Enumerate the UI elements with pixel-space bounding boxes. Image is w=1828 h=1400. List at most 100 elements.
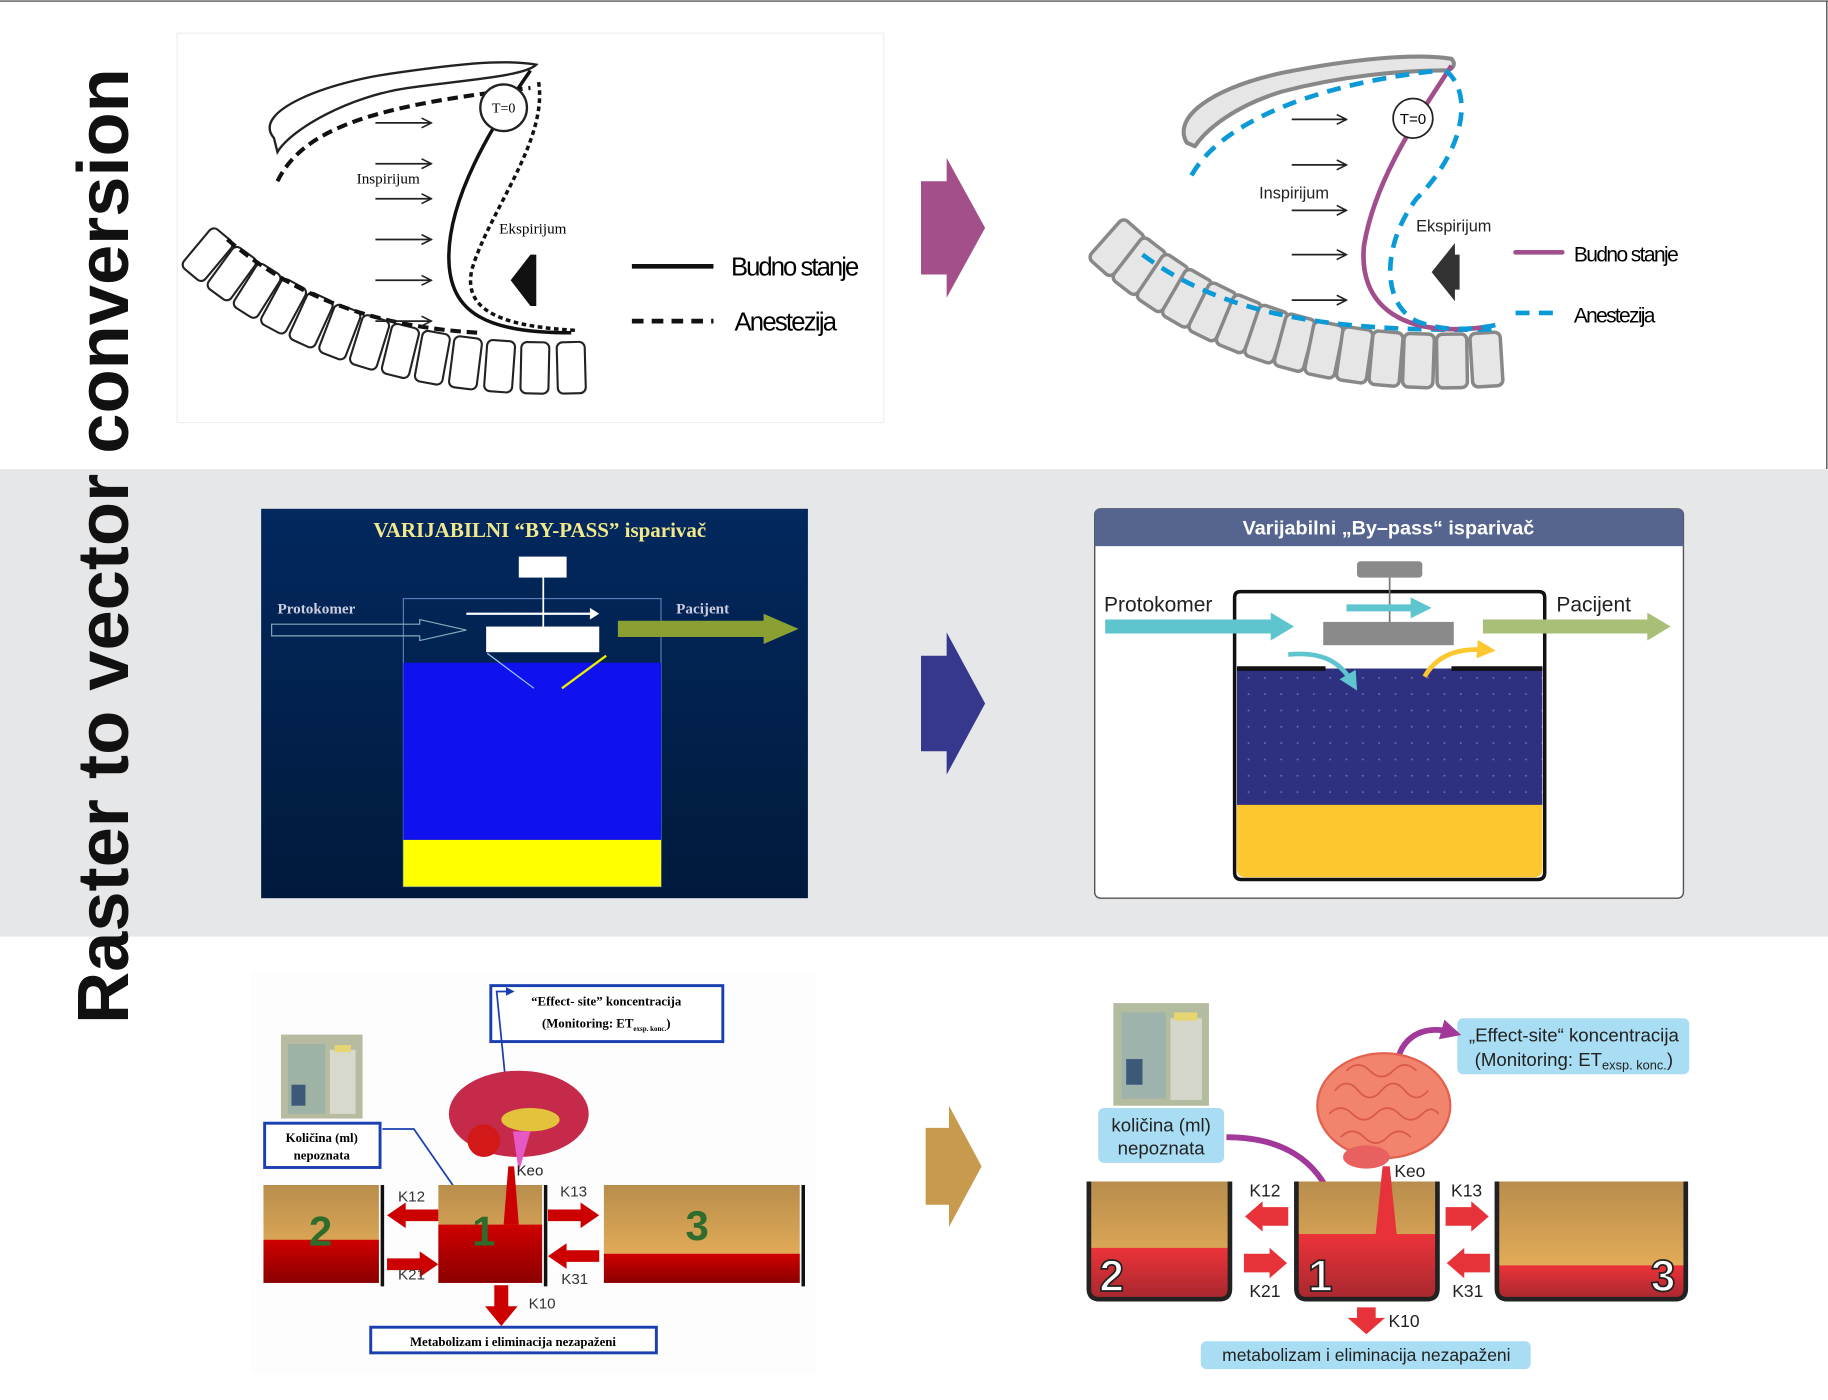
vaporizer-photo (1113, 1003, 1209, 1106)
metabolism-label: Metabolizam i eliminacija nezapaženi (410, 1335, 616, 1349)
vaporizer-body (1232, 589, 1547, 882)
effect-connector-arrow (495, 987, 515, 1081)
vertebra (413, 329, 451, 386)
vertebra (519, 340, 551, 395)
chamber-flow-arrow (1287, 651, 1358, 691)
compartment-3-number: 3 (685, 1202, 708, 1249)
brain-image (1316, 1052, 1452, 1169)
anesthesia-curve-bottom (226, 237, 479, 335)
k31-label: K31 (561, 1271, 588, 1288)
vaporizer-title: Varijabilni „By–pass“ isparivač (1243, 517, 1535, 539)
t0-circle (479, 83, 529, 133)
conversion-arrow-icon-row3 (925, 1105, 982, 1227)
brainstem (512, 1131, 531, 1173)
k31-label: K31 (1452, 1281, 1483, 1301)
inspiration-arrows (1291, 119, 1347, 300)
keo-stream-inner (1375, 1166, 1397, 1234)
anesthesia-curve-top (1189, 68, 1441, 177)
vertebra (288, 291, 334, 349)
effect-site-box (1457, 1018, 1690, 1075)
effect-site-line2: (Monitoring: ETexsp. konc.) (1475, 1049, 1673, 1072)
anesthesia-curve-top (275, 85, 531, 183)
bypass-valve (1323, 621, 1454, 646)
legend-anesthesia: Anestezija (734, 308, 837, 336)
row2-vector-diagram: Varijabilni „By–pass“ isparivač Protokom… (1094, 508, 1685, 899)
keo-stream (503, 1166, 519, 1225)
metabolism-label: metabolizam i eliminacija nezapaženi (1222, 1345, 1510, 1365)
transfer-arrows (387, 1202, 600, 1327)
expiration-arrow-icon (1431, 243, 1460, 302)
vapor-flow-line (561, 654, 607, 690)
spine-vertebrae (1088, 218, 1505, 390)
k12-label: K12 (1249, 1181, 1280, 1201)
vertebra (483, 338, 517, 394)
inlet-label: Protokomer (277, 601, 355, 618)
row1-raster-diagram: T=0 Inspirijum Ekspirijum Budno stanje A… (176, 32, 885, 424)
effect-site-line2: (Monitoring: ETexsp. konc.) (542, 1017, 671, 1033)
compartment-2-level (263, 1239, 379, 1283)
transfer-arrows (1243, 1201, 1490, 1335)
metabolism-box (369, 1325, 658, 1355)
inspiration-arrows (375, 123, 431, 321)
t0-label: T=0 (492, 101, 515, 116)
expirium-label: Ekspirijum (1416, 217, 1491, 235)
liquid-agent (1236, 668, 1543, 807)
liquid-agent (403, 662, 662, 840)
k12-label: K12 (398, 1188, 425, 1205)
compartment-1-number: 1 (472, 1208, 495, 1255)
inspirium-label: Inspirijum (1259, 185, 1329, 203)
anesthesia-curve (468, 81, 578, 333)
k10-label: K10 (529, 1296, 556, 1313)
wick-layer (1236, 804, 1543, 878)
diaphragm-rib (268, 61, 539, 156)
row2-raster-diagram: VARIJABILNI “BY-PASS” isparivač Protokom… (261, 508, 808, 899)
compartment-2 (1086, 1181, 1233, 1302)
chamber-flow-line (486, 652, 535, 689)
compartment-1 (1294, 1181, 1440, 1302)
effect-site-box (489, 984, 725, 1044)
outlet-label: Pacijent (1556, 593, 1631, 616)
row3-raster-diagram: Količina (ml) nepoznata “Effect- site” k… (250, 970, 817, 1374)
brain-inner (501, 1108, 560, 1132)
keo-label: Keo (516, 1163, 543, 1180)
legend-awake: Budno stanje (731, 254, 859, 282)
vertebra (1434, 332, 1470, 390)
amount-label-line2: nepoznata (294, 1148, 351, 1162)
compartment-3 (1494, 1181, 1689, 1302)
vertebra (1367, 329, 1405, 388)
page-title: Raster to vector conversion (64, 68, 144, 1024)
dial-knob (518, 556, 567, 578)
compartment-2-number: 2 (1099, 1252, 1124, 1301)
conversion-arrow-icon-row2 (920, 632, 986, 775)
bypass-valve (486, 626, 600, 653)
k21-label: K21 (398, 1266, 425, 1283)
k13-label: K13 (1451, 1181, 1482, 1201)
compartment-2-number: 2 (309, 1208, 332, 1255)
t0-label: T=0 (1400, 111, 1427, 128)
spine-vertebrae (181, 227, 587, 395)
inspirium-label: Inspirijum (357, 171, 420, 188)
effect-site-line1: „Effect-site“ koncentracija (1469, 1025, 1680, 1046)
legend-awake: Budno stanje (1574, 244, 1679, 267)
vertebra (555, 340, 587, 395)
compartment-3-number: 3 (1651, 1252, 1676, 1301)
keo-label: Keo (1394, 1161, 1425, 1181)
row1-vector-diagram: T=0 Inspirijum Ekspirijum Budno stanje A… (1088, 54, 1679, 390)
inlet-arrow (271, 618, 467, 642)
outlet-arrow (1482, 612, 1671, 641)
amount-label-line1: Količina (ml) (286, 1131, 358, 1145)
k21-label: K21 (1249, 1281, 1280, 1301)
vapor-flow-arrow (1422, 639, 1496, 678)
t0-circle (1392, 97, 1434, 139)
bypass-flow-arrow (1346, 597, 1432, 619)
k13-label: K13 (560, 1184, 587, 1201)
outlet-label: Pacijent (676, 601, 729, 618)
vertebra (448, 335, 483, 391)
inlet-arrow (1105, 612, 1295, 641)
compartment-1-level (438, 1224, 543, 1283)
effect-site-line1: “Effect- site” koncentracija (531, 994, 682, 1008)
expirium-label: Ekspirijum (499, 221, 567, 238)
diaphragm-rib (1181, 54, 1456, 149)
panel-header (1094, 508, 1684, 547)
